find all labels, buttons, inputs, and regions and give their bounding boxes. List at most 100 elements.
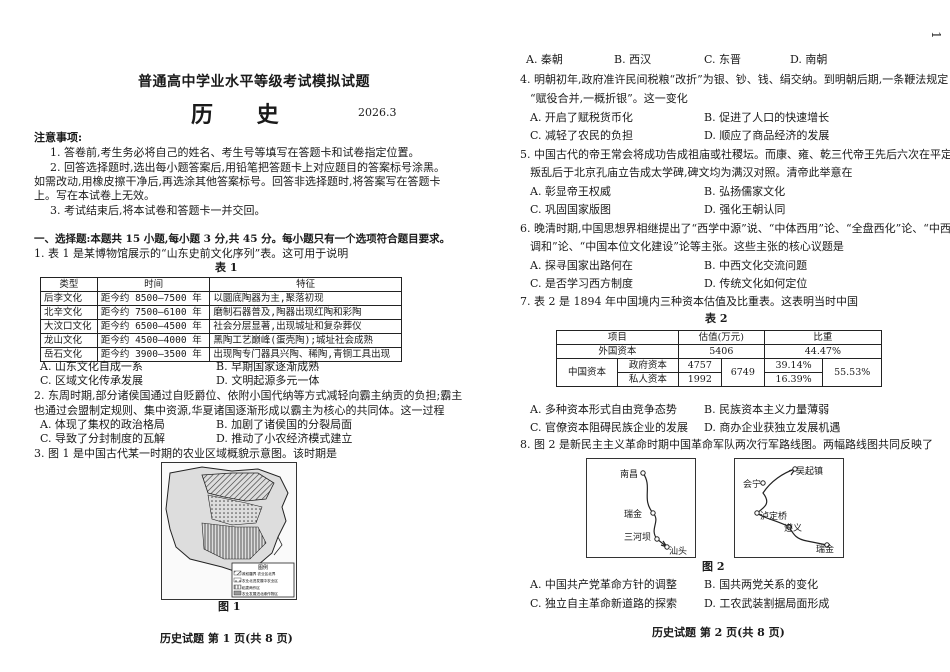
q5-option-a: A. 彰显帝王权威 — [530, 185, 611, 198]
route-b-label: 吴起镇 — [796, 467, 824, 477]
table2-cell: 政府资本 — [616, 358, 679, 373]
figure1-caption: 图 1 — [218, 600, 241, 613]
q1-option-c: C. 区域文化传承发展 — [40, 374, 144, 387]
table2-cell: 5406 — [677, 344, 765, 359]
notice-heading: 注意事项: — [34, 131, 83, 144]
q6-option-c: C. 是否学习西方制度 — [530, 277, 634, 290]
table2-header: 比重 — [763, 330, 883, 345]
route-a-label: 南昌 — [620, 470, 639, 480]
q4-option-c: C. 减轻了农民的负担 — [530, 129, 634, 142]
q8-option-b: B. 国共两党关系的变化 — [704, 578, 819, 591]
table2-cell: 中国资本 — [556, 358, 618, 387]
table1-cell: 距今约 8500—7500 年 — [96, 291, 211, 306]
subject-title: 历 史 — [191, 102, 297, 128]
table1-cell: 距今约 3900—3500 年 — [96, 347, 211, 362]
table1-cell: 磨制石器普及,陶器出现红陶和彩陶 — [209, 305, 402, 320]
table2-cell: 1992 — [677, 372, 722, 387]
q5-option-b: B. 弘扬儒家文化 — [704, 185, 786, 198]
table2-cell: 16.39% — [763, 372, 824, 387]
q1-option-b: B. 早期国家逐渐成熟 — [216, 360, 320, 373]
table-row: 大汶口文化 距今约 6500—4500 年 社会分层显著,出现城址和复杂葬仪 — [40, 319, 402, 334]
q3-option-b: B. 西汉 — [614, 53, 652, 66]
figure2-caption: 图 2 — [702, 560, 725, 573]
table1-header: 特征 — [209, 277, 402, 292]
q4-option-d: D. 顺应了商品经济的发展 — [704, 129, 830, 142]
route-a-label: 三河坝 — [624, 533, 652, 543]
route-b-label: 遵义 — [784, 524, 803, 534]
q2-stem-line: 2. 东周时期,部分诸侯国通过自贬爵位、依附小国代纳等方式减轻向霸主纳贡的负担;… — [34, 389, 463, 402]
table2-cell: 4757 — [677, 358, 722, 373]
q1-stem: 1. 表 1 是某博物馆展示的“山东史前文化序列”表。这可用于说明 — [34, 247, 349, 260]
exam-date: 2026.3 — [358, 106, 397, 119]
q2-option-d: D. 推动了小农经济模式建立 — [216, 432, 353, 445]
notice-line: 1. 答卷前,考生务必将自己的姓名、考生号等填写在答题卡和试卷指定位置。 — [50, 146, 420, 159]
q1-option-d: D. 文明起源多元一体 — [216, 374, 320, 387]
map-legend-item: 农业发展进北缘作物区 — [242, 591, 278, 596]
notice-line: 上。写在本试卷上无效。 — [34, 189, 155, 202]
map-legend-item: 农业北进发展中农业区 — [242, 578, 278, 583]
page2-footer: 历史试题 第 2 页(共 8 页) — [652, 626, 785, 639]
table2-header: 估值(万元) — [677, 330, 765, 345]
route-b-label: 瑞金 — [816, 545, 835, 555]
table1-cell: 距今约 4500—4000 年 — [96, 333, 211, 348]
q8-stem: 8. 图 2 是新民主主义革命时期中国革命军队两次行军路线图。两幅路线图共同反映… — [520, 438, 933, 451]
notice-line: 3. 考试结束后,将本试卷和答题卡一并交回。 — [50, 204, 266, 217]
q3-option-a: A. 秦朝 — [526, 53, 563, 66]
table1-cell: 出现陶专门器具兴陶、稀陶,青铜工具出现 — [209, 347, 402, 362]
q3-option-c: C. 东晋 — [704, 53, 742, 66]
q7-option-b: B. 民族资本主义力量薄弱 — [704, 403, 830, 416]
q5-stem-line: 叛乱后于北京孔庙立告成太学碑,碑文均为满汉对照。清帝此举意在 — [530, 166, 853, 179]
table2-cell: 44.47% — [763, 344, 883, 359]
table1-cell: 大汶口文化 — [40, 319, 98, 334]
q8-option-d: D. 工农武装割据局面形成 — [704, 597, 830, 610]
q2-stem-line: 也通过会盟制定规则、集中资源,华夏诸国逐渐形成以霸主为核心的共同体。这一过程 — [34, 404, 445, 417]
q5-option-c: C. 巩固国家版图 — [530, 203, 612, 216]
table2-cell: 外国资本 — [556, 344, 679, 359]
route-map-b — [734, 458, 844, 558]
q1-option-a: A. 山东文化自成一系 — [40, 360, 143, 373]
table1-cell: 龙山文化 — [40, 333, 98, 348]
q2-option-b: B. 加剧了诸侯国的分裂局面 — [216, 418, 353, 431]
table1-caption: 表 1 — [215, 261, 238, 274]
route-map-a — [586, 458, 696, 558]
table1-header: 时间 — [96, 277, 211, 292]
table1-header: 类型 — [40, 277, 98, 292]
table1-cell: 后李文化 — [40, 291, 98, 306]
table1-cell: 黑陶工艺巅峰(蛋壳陶);城址社会成熟 — [209, 333, 402, 348]
page1-footer: 历史试题 第 1 页(共 8 页) — [160, 632, 293, 645]
table2-cell: 私人资本 — [616, 372, 679, 387]
table-2: 项目 估值(万元) 比重 外国资本 5406 44.47% 中国资本 政府资本 … — [556, 330, 883, 387]
table1-cell: 社会分层显著,出现城址和复杂葬仪 — [209, 319, 402, 334]
route-a-label: 汕头 — [669, 547, 688, 557]
q4-stem-line: 4. 明朝初年,政府准许民间税粮“改折”为银、钞、钱、绢交纳。到明朝后期,一条鞭… — [520, 73, 949, 86]
q7-option-a: A. 多种资本形式自由竞争态势 — [530, 403, 677, 416]
table-row: 后李文化 距今约 8500—7500 年 以圜底陶器为主,聚落初现 — [40, 291, 402, 306]
table-row: 外国资本 5406 44.47% — [556, 344, 883, 359]
table1-cell: 距今约 6500—4500 年 — [96, 319, 211, 334]
table1-cell: 距今约 7500—6100 年 — [96, 305, 211, 320]
q6-option-d: D. 传统文化如何定位 — [704, 277, 808, 290]
table2-cell: 55.53% — [822, 358, 882, 387]
route-a-label: 瑞金 — [624, 510, 643, 520]
edge-page-mark: 1 — [928, 31, 943, 39]
route-b-label: 会宁 — [743, 480, 762, 490]
map-legend-item: 稻麦两作区 — [242, 585, 260, 590]
q4-stem-line: “赋役合并,一概折银”。这一变化 — [530, 92, 688, 105]
table-row: 私人资本 1992 16.39% — [557, 372, 882, 387]
q6-option-b: B. 中西文化交流问题 — [704, 259, 808, 272]
table2-cell: 39.14% — [763, 358, 824, 373]
china-agriculture-map: 图例 政权疆界 农业区北界 农业北进发展中农业区 稻麦两作区 农业发展进北缘作物… — [165, 466, 295, 598]
q8-option-a: A. 中国共产党革命方针的调整 — [530, 578, 677, 591]
q2-option-a: A. 体现了集权的政治格局 — [40, 418, 165, 431]
map-legend-title: 图例 — [258, 564, 268, 571]
table-row: 中国资本 政府资本 4757 6749 39.14% 55.53% — [556, 358, 882, 387]
q6-stem-line: 调和”论、“中国本位文化建设”论等主张。这些主张的核心议题是 — [530, 240, 844, 253]
q4-option-b: B. 促进了人口的快速增长 — [704, 111, 830, 124]
figure-1-map: 图例 政权疆界 农业区北界 农业北进发展中农业区 稻麦两作区 农业发展进北缘作物… — [161, 462, 297, 600]
q5-option-d: D. 强化王朝认同 — [704, 203, 786, 216]
section-heading: 一、选择题:本题共 15 小题,每小题 3 分,共 45 分。每小题只有一个选项… — [34, 233, 451, 245]
q7-option-d: D. 商办企业获独立发展机遇 — [704, 421, 841, 434]
q3-option-d: D. 南朝 — [790, 53, 828, 66]
table2-cell: 6749 — [720, 358, 765, 387]
q8-option-c: C. 独立自主革命新道路的探索 — [530, 597, 678, 610]
